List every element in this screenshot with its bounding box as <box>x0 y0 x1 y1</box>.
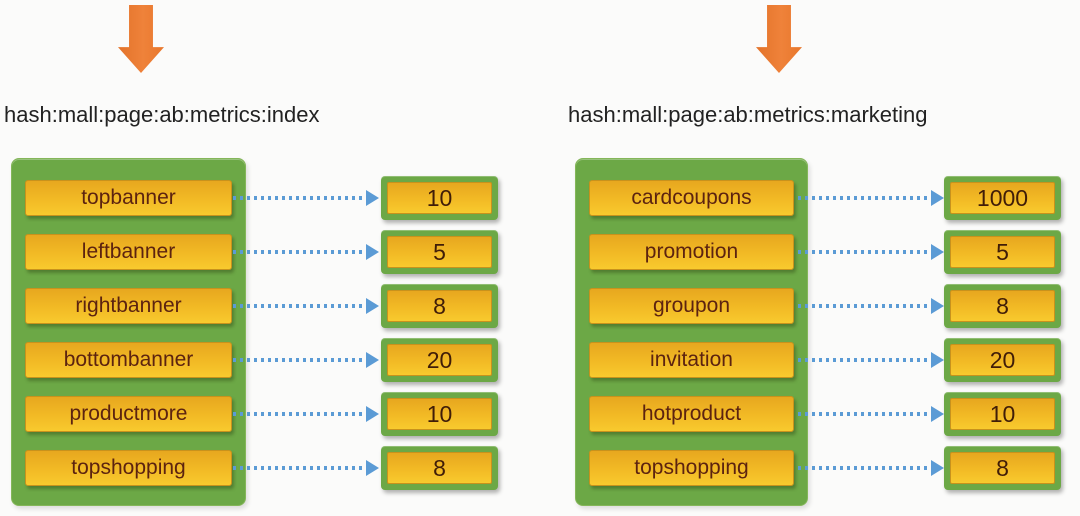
hash-field-box: invitation <box>589 342 794 378</box>
hash-value-text: 8 <box>950 452 1055 484</box>
dotted-line <box>798 304 932 308</box>
dotted-line <box>233 412 367 416</box>
hash-value-box: 8 <box>381 446 498 490</box>
arrowhead-icon <box>931 298 944 314</box>
hash-value-text: 10 <box>950 398 1055 430</box>
hash-field-box: cardcoupons <box>589 180 794 216</box>
dotted-arrow-connector <box>798 352 944 368</box>
dotted-arrow-connector <box>233 190 379 206</box>
hash-value-text: 20 <box>387 344 492 376</box>
hash-field-box: hotproduct <box>589 396 794 432</box>
hash-field-label: promotion <box>644 240 739 263</box>
arrowhead-icon <box>931 460 944 476</box>
dotted-arrow-connector <box>233 244 379 260</box>
hash-field-label: cardcoupons <box>631 186 752 209</box>
hash-value-text: 8 <box>387 290 492 322</box>
hash-value-text: 10 <box>387 398 492 430</box>
down-arrow-icon <box>756 5 802 73</box>
metrics-group-marketing: hash:mall:page:ab:metrics:marketing card… <box>540 0 1080 516</box>
hash-value-box: 20 <box>944 338 1061 382</box>
dotted-arrow-connector <box>233 460 379 476</box>
hash-field-label: hotproduct <box>641 402 742 425</box>
hash-value-box: 8 <box>381 284 498 328</box>
hash-fields-panel: topbanner leftbanner rightbanner bottomb… <box>11 158 246 506</box>
dotted-arrow-connector <box>233 406 379 422</box>
arrowhead-icon <box>366 190 379 206</box>
hash-field-box: groupon <box>589 288 794 324</box>
hash-field-label: groupon <box>652 294 731 317</box>
dotted-line <box>798 466 932 470</box>
hash-field-label: topbanner <box>81 186 176 209</box>
hash-value-box: 5 <box>944 230 1061 274</box>
dotted-arrow-connector <box>798 244 944 260</box>
redis-hash-key-title: hash:mall:page:ab:metrics:index <box>4 102 320 127</box>
arrowhead-icon <box>366 460 379 476</box>
hash-field-label: bottombanner <box>63 348 194 371</box>
hash-value-text: 8 <box>950 290 1055 322</box>
hash-value-box: 8 <box>944 446 1061 490</box>
hash-fields-panel: cardcoupons promotion groupon invitation… <box>575 158 808 506</box>
hash-field-box: leftbanner <box>25 234 232 270</box>
arrowhead-icon <box>366 352 379 368</box>
arrowhead-icon <box>931 190 944 206</box>
hash-field-box: productmore <box>25 396 232 432</box>
dotted-arrow-connector <box>798 460 944 476</box>
hash-value-text: 8 <box>387 452 492 484</box>
dotted-arrow-connector <box>798 406 944 422</box>
dotted-line <box>798 358 932 362</box>
hash-value-box: 20 <box>381 338 498 382</box>
dotted-line <box>233 196 367 200</box>
hash-field-label: rightbanner <box>75 294 182 317</box>
arrowhead-icon <box>931 244 944 260</box>
dotted-line <box>798 196 932 200</box>
dotted-arrow-connector <box>798 298 944 314</box>
dotted-arrow-connector <box>233 352 379 368</box>
down-arrow-icon <box>118 5 164 73</box>
hash-value-text: 5 <box>950 236 1055 268</box>
arrowhead-icon <box>366 406 379 422</box>
hash-field-box: topbanner <box>25 180 232 216</box>
hash-value-box: 8 <box>944 284 1061 328</box>
hash-value-box: 5 <box>381 230 498 274</box>
dotted-line <box>233 250 367 254</box>
dotted-line <box>798 412 932 416</box>
hash-value-box: 1000 <box>944 176 1061 220</box>
dotted-arrow-connector <box>233 298 379 314</box>
hash-field-label: productmore <box>69 402 188 425</box>
hash-field-label: topshopping <box>634 456 749 479</box>
hash-value-box: 10 <box>381 392 498 436</box>
dotted-line <box>233 466 367 470</box>
arrowhead-icon <box>366 298 379 314</box>
hash-value-box: 10 <box>944 392 1061 436</box>
hash-field-label: leftbanner <box>81 240 176 263</box>
arrowhead-icon <box>931 352 944 368</box>
hash-field-box: topshopping <box>25 450 232 486</box>
arrowhead-icon <box>931 406 944 422</box>
hash-value-text: 5 <box>387 236 492 268</box>
hash-field-box: bottombanner <box>25 342 232 378</box>
hash-value-text: 10 <box>387 182 492 214</box>
hash-field-box: rightbanner <box>25 288 232 324</box>
hash-field-box: promotion <box>589 234 794 270</box>
hash-value-box: 10 <box>381 176 498 220</box>
arrowhead-icon <box>366 244 379 260</box>
hash-value-text: 1000 <box>950 182 1055 214</box>
hash-field-box: topshopping <box>589 450 794 486</box>
dotted-line <box>233 358 367 362</box>
dotted-arrow-connector <box>798 190 944 206</box>
dotted-line <box>233 304 367 308</box>
hash-field-label: topshopping <box>71 456 186 479</box>
redis-hash-key-title: hash:mall:page:ab:metrics:marketing <box>568 102 928 127</box>
hash-field-label: invitation <box>650 348 733 371</box>
dotted-line <box>798 250 932 254</box>
hash-value-text: 20 <box>950 344 1055 376</box>
metrics-group-index: hash:mall:page:ab:metrics:index topbanne… <box>4 5 498 506</box>
